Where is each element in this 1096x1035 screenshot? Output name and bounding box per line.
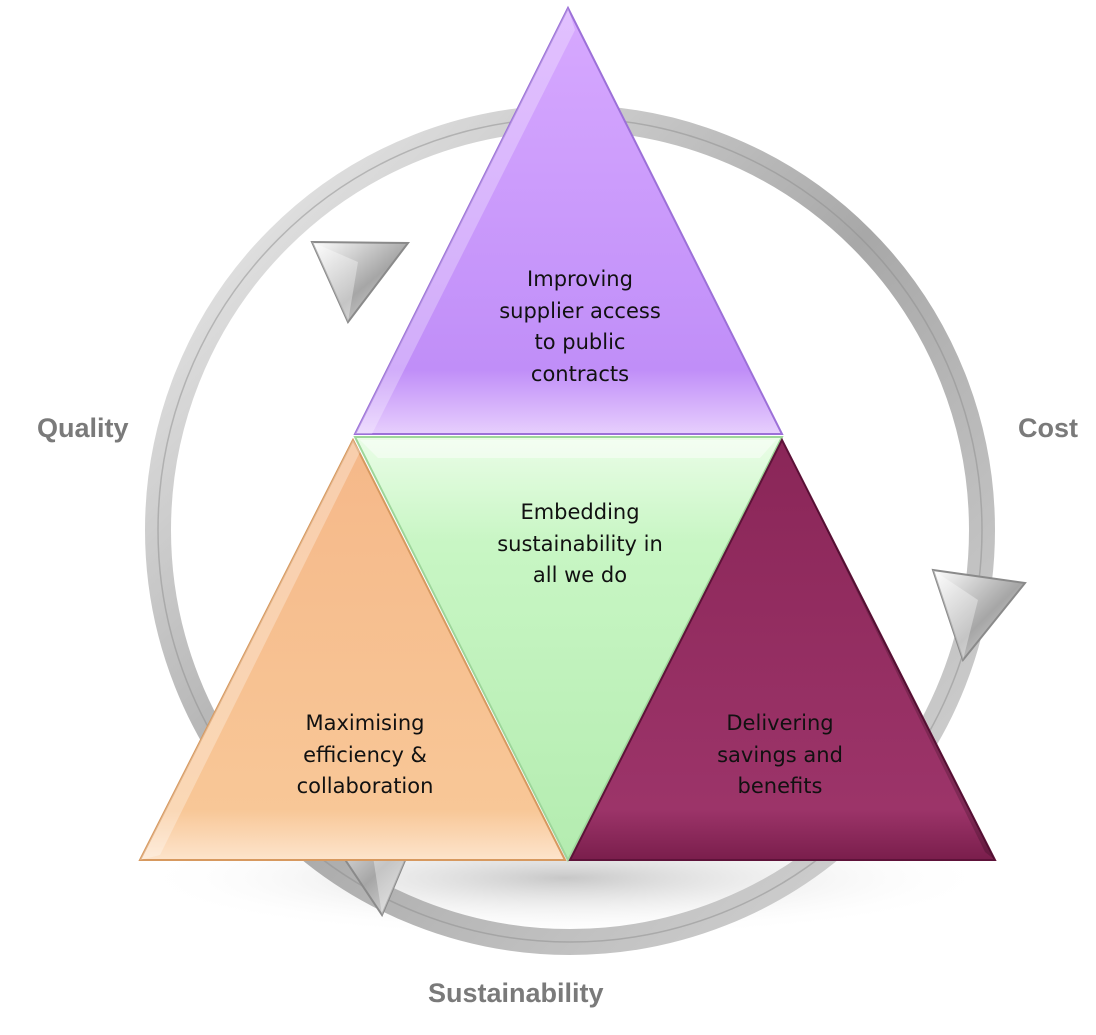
segment-top-line: to public [534,330,626,354]
cycle-label-sustainability: Sustainability [428,978,604,1008]
segment-left-line: Maximising [305,711,425,735]
segment-left-line: efficiency & [303,742,427,767]
segment-middle-text: Embedding sustainability in all we do [455,497,705,592]
segment-left-triangle [138,437,567,861]
segment-right-triangle [568,437,997,861]
segment-right-text: Delivering savings and benefits [660,708,900,803]
cycle-arrow-upper-left-icon [310,240,410,324]
segment-middle-triangle [353,436,784,863]
segment-left-line: collaboration [296,774,434,798]
segment-middle-line: Embedding [520,500,640,524]
segment-top-triangle [353,5,784,435]
cycle-arrow-right-icon [931,568,1027,663]
cycle-label-quality: Quality [37,413,129,443]
segment-top-line: Improving [527,267,633,291]
segment-middle-line: sustainability in [497,531,663,556]
segment-right-line: benefits [737,774,823,798]
segment-top-line: supplier access [499,298,661,323]
segment-top-text: Improving supplier access to public cont… [460,264,700,390]
segment-left-text: Maximising efficiency & collaboration [245,708,485,803]
segment-middle-line: all we do [532,563,628,587]
cycle-label-cost: Cost [1018,413,1078,443]
segment-top-line: contracts [530,361,630,386]
segment-right-line: savings and [717,742,843,767]
segment-right-line: Delivering [726,711,834,735]
